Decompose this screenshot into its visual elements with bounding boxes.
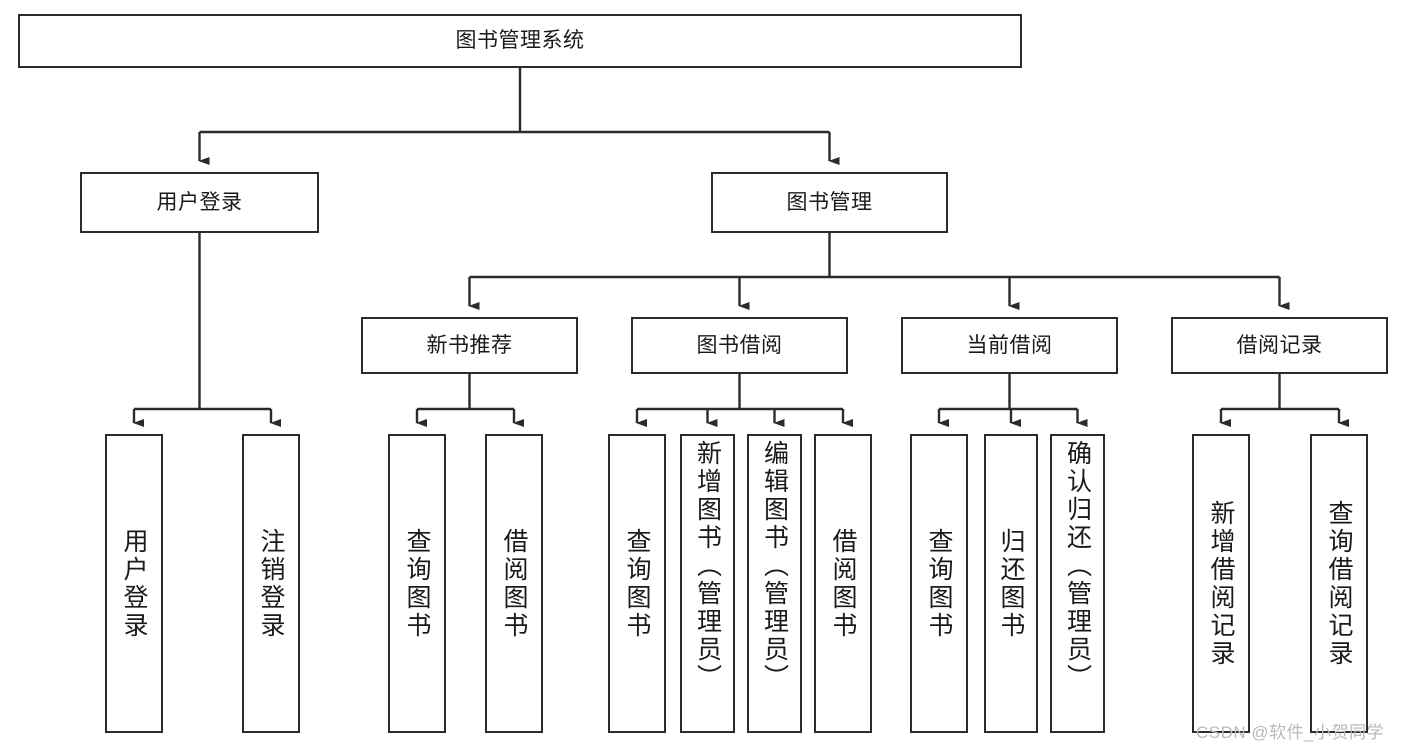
- node-leaf-borrow-book-recommend[interactable]: 借阅图书: [485, 434, 543, 733]
- node-leaf-query-borrow-record-label: 查询借阅记录: [1325, 499, 1353, 668]
- node-new-book-recommend-label: 新书推荐: [426, 333, 513, 357]
- node-leaf-borrow-book[interactable]: 借阅图书: [814, 434, 872, 733]
- node-leaf-add-book[interactable]: 新增图书（管理员）: [680, 434, 735, 733]
- node-leaf-borrow-book-label: 借阅图书: [829, 527, 857, 640]
- node-leaf-add-borrow-record[interactable]: 新增借阅记录: [1192, 434, 1250, 733]
- node-leaf-user-login[interactable]: 用户登录: [105, 434, 163, 733]
- node-leaf-logout-label: 注销登录: [257, 527, 285, 640]
- node-book-management-label: 图书管理: [786, 190, 873, 214]
- node-leaf-confirm-return-label: 确认归还（管理员）: [1063, 440, 1092, 692]
- node-current-borrow-label: 当前借阅: [966, 333, 1053, 357]
- node-new-book-recommend[interactable]: 新书推荐: [361, 317, 578, 374]
- node-leaf-edit-book[interactable]: 编辑图书（管理员）: [747, 434, 802, 733]
- node-current-borrow[interactable]: 当前借阅: [901, 317, 1118, 374]
- node-leaf-confirm-return[interactable]: 确认归还（管理员）: [1050, 434, 1105, 733]
- node-leaf-query-book-recommend-label: 查询图书: [403, 527, 431, 640]
- node-borrow-record-label: 借阅记录: [1236, 333, 1323, 357]
- node-book-borrow-label: 图书借阅: [696, 333, 783, 357]
- node-leaf-query-borrow-record[interactable]: 查询借阅记录: [1310, 434, 1368, 733]
- node-leaf-borrow-book-recommend-label: 借阅图书: [500, 527, 528, 640]
- node-leaf-add-book-label: 新增图书（管理员）: [693, 440, 722, 692]
- node-leaf-add-borrow-record-label: 新增借阅记录: [1207, 499, 1235, 668]
- node-leaf-logout[interactable]: 注销登录: [242, 434, 300, 733]
- node-leaf-return-book-label: 归还图书: [997, 527, 1025, 640]
- watermark: CSDN @软件_小贺同学: [1196, 723, 1385, 742]
- node-root[interactable]: 图书管理系统: [18, 14, 1022, 68]
- node-user-login-label: 用户登录: [156, 190, 243, 214]
- node-leaf-return-book[interactable]: 归还图书: [984, 434, 1038, 733]
- node-leaf-query-book-borrow-label: 查询图书: [623, 527, 651, 640]
- node-leaf-edit-book-label: 编辑图书（管理员）: [760, 440, 789, 692]
- node-user-login[interactable]: 用户登录: [80, 172, 319, 233]
- node-leaf-user-login-label: 用户登录: [120, 527, 148, 640]
- node-leaf-query-book-recommend[interactable]: 查询图书: [388, 434, 446, 733]
- node-leaf-query-book-current-label: 查询图书: [925, 527, 953, 640]
- node-root-label: 图书管理系统: [455, 29, 585, 53]
- node-leaf-query-book-borrow[interactable]: 查询图书: [608, 434, 666, 733]
- node-book-management[interactable]: 图书管理: [711, 172, 948, 233]
- node-leaf-query-book-current[interactable]: 查询图书: [910, 434, 968, 733]
- node-borrow-record[interactable]: 借阅记录: [1171, 317, 1388, 374]
- node-book-borrow[interactable]: 图书借阅: [631, 317, 848, 374]
